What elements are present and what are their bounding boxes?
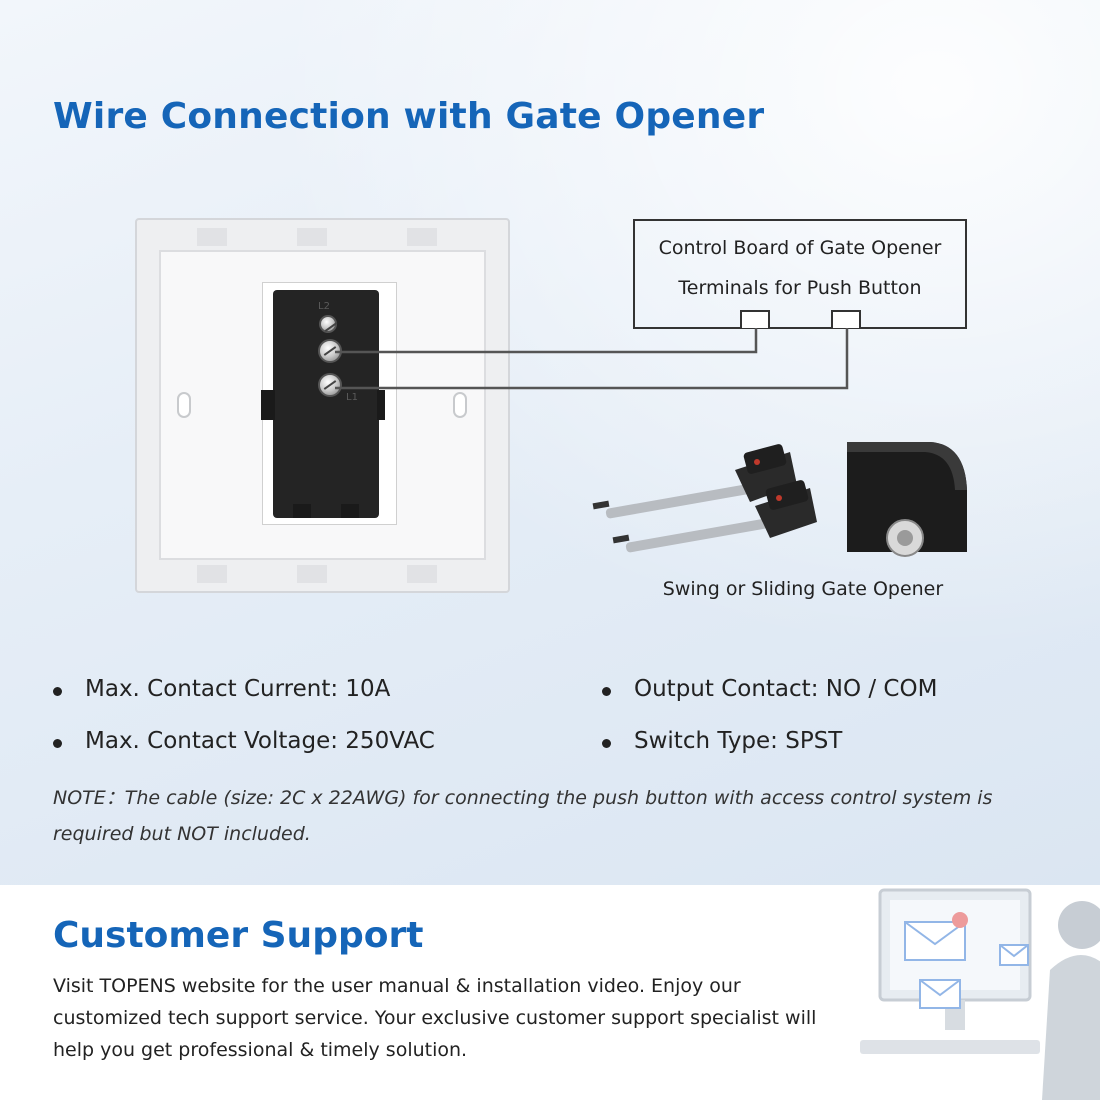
plate-rib — [197, 565, 227, 583]
plate-rib — [407, 565, 437, 583]
mounting-screw-hole — [177, 392, 191, 418]
sliding-gate-motor — [847, 442, 967, 557]
mounting-screw-hole — [453, 392, 467, 418]
support-title: Customer Support — [53, 915, 424, 956]
bullet-icon — [53, 739, 62, 748]
gate-opener-illustration — [592, 442, 967, 557]
bullet-icon — [53, 687, 62, 696]
spec-text: Max. Contact Current: 10A — [85, 676, 391, 702]
terminal-screw-small — [319, 315, 337, 333]
cable-note: NOTE：The cable (size: 2C x 22AWG) for co… — [53, 787, 993, 845]
control-board-box: Control Board of Gate Opener Terminals f… — [633, 219, 967, 329]
plate-rib — [297, 565, 327, 583]
module-clip — [377, 390, 385, 420]
board-terminal-left — [740, 310, 770, 328]
bullet-icon — [602, 739, 611, 748]
spec-text: Switch Type: SPST — [634, 728, 843, 754]
module-foot — [341, 504, 359, 518]
support-body: Visit TOPENS website for the user manual… — [53, 975, 817, 1061]
plate-rib — [297, 228, 327, 246]
control-board-subtitle: Terminals for Push Button — [678, 277, 922, 299]
terminal-screw-l1 — [318, 373, 342, 397]
module-foot — [293, 504, 311, 518]
board-terminal-right — [831, 310, 861, 328]
spec-text: Output Contact: NO / COM — [634, 676, 938, 702]
spec-text: Max. Contact Voltage: 250VAC — [85, 728, 435, 754]
support-office-illustration — [860, 888, 1100, 1100]
page-title: Wire Connection with Gate Opener — [53, 96, 765, 137]
terminal-label-bottom: L1 — [346, 392, 358, 403]
terminal-label-top: L2 — [318, 301, 330, 312]
module-clip — [261, 390, 275, 420]
gate-opener-caption: Swing or Sliding Gate Opener — [662, 578, 944, 600]
control-board-title: Control Board of Gate Opener — [658, 237, 942, 259]
swing-arm-actuator-2 — [612, 480, 817, 553]
plate-rib — [197, 228, 227, 246]
bullet-icon — [602, 687, 611, 696]
terminal-screw-l2 — [318, 339, 342, 363]
plate-rib — [407, 228, 437, 246]
